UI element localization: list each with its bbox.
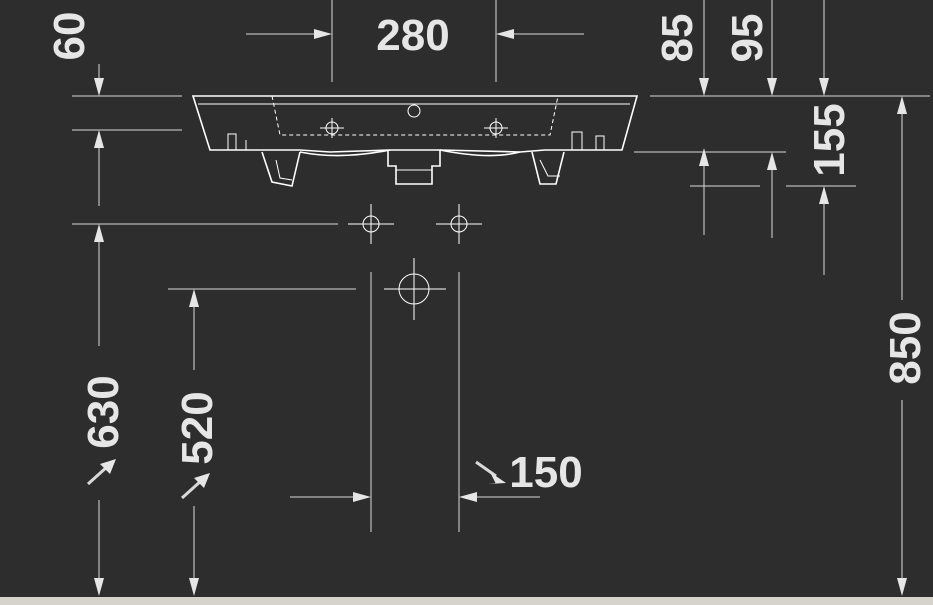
dim-label-60: 60 xyxy=(45,12,94,61)
dim-label-95: 95 xyxy=(723,14,772,63)
waste-connection xyxy=(384,258,446,320)
supply-connection-right xyxy=(436,204,482,244)
dim-label-85: 85 xyxy=(653,14,702,63)
dim-label-155: 155 xyxy=(805,103,854,176)
dim-label-150: 150 xyxy=(509,448,582,497)
overflow-hole xyxy=(407,104,421,118)
dim-label-630: 630 xyxy=(79,375,128,448)
supply-connection-left xyxy=(348,204,394,244)
underside-left xyxy=(299,149,391,157)
rim-tick-right xyxy=(595,135,605,150)
dim-60: 60 xyxy=(45,12,182,206)
dim-150: 150 xyxy=(290,272,583,532)
dim-280: 280 xyxy=(246,0,584,82)
leg-left-detail xyxy=(275,159,293,181)
dim-850: 850 xyxy=(881,96,930,596)
rim-foot-left xyxy=(227,133,237,150)
bowl-hidden-line xyxy=(271,95,559,136)
dim-630: 630 xyxy=(79,224,128,596)
dim-95: 95 xyxy=(723,0,777,238)
dim-85: 85 xyxy=(653,0,709,235)
pointer-arrow-150 xyxy=(475,460,506,484)
dim-label-850: 850 xyxy=(881,311,930,384)
tap-hole-left xyxy=(320,118,344,138)
pointer-arrow-630 xyxy=(86,459,116,486)
floor-line xyxy=(0,597,933,605)
underside-right xyxy=(439,149,521,157)
leg-right xyxy=(531,151,565,185)
leg-left xyxy=(261,151,301,187)
leg-right-detail xyxy=(539,159,560,177)
washbasin-side-view xyxy=(191,95,639,187)
pointer-arrow-520 xyxy=(180,473,210,500)
rim-foot-right xyxy=(571,131,583,150)
dim-520: 520 xyxy=(173,289,222,596)
dim-label-520: 520 xyxy=(173,391,222,464)
drain-outlet xyxy=(387,150,441,185)
dim-155: 155 xyxy=(634,0,930,275)
tap-hole-right xyxy=(484,118,508,138)
dim-label-280: 280 xyxy=(376,11,449,60)
